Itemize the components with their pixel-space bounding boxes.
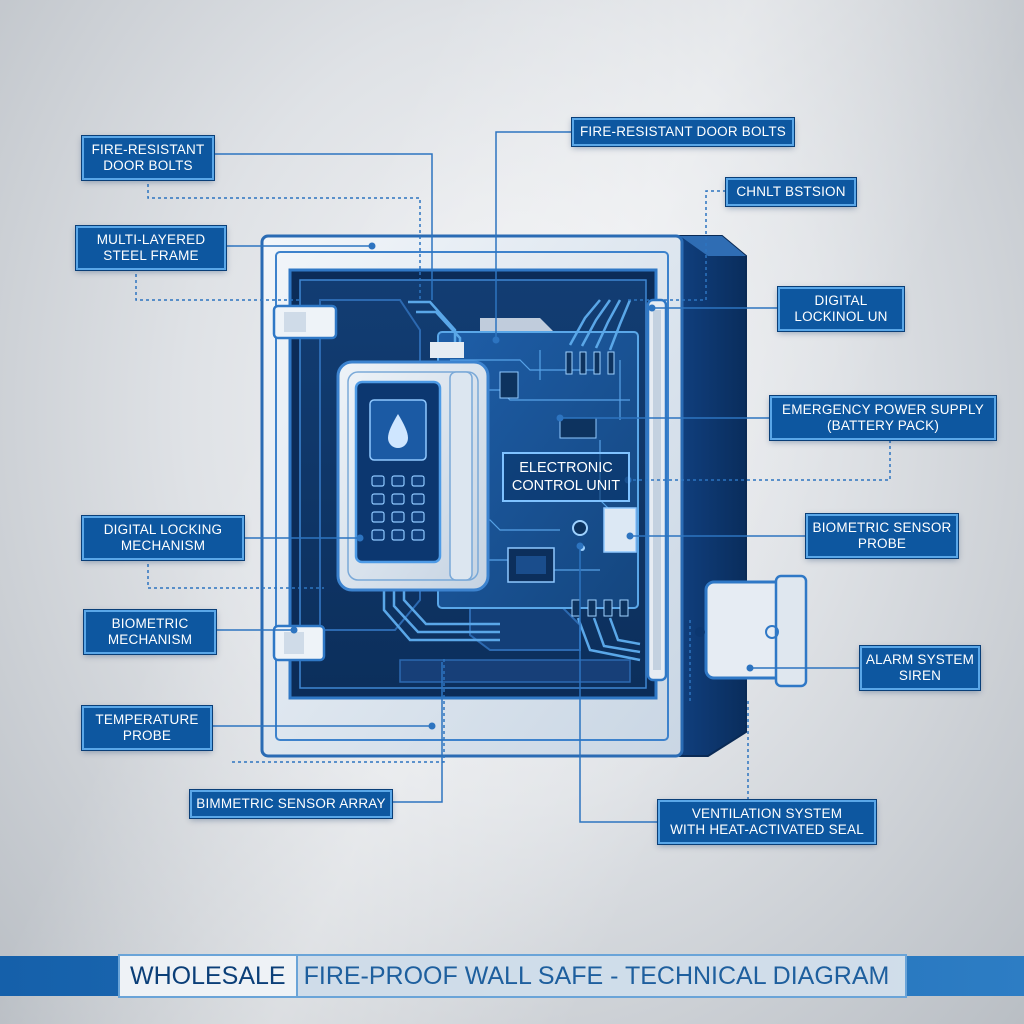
label-digital-locking-mechanism: DIGITAL LOCKING MECHANISM [82, 516, 244, 560]
top-wire-harness [408, 299, 632, 352]
label-fire-resistant-door-bolts-top: FIRE-RESISTANT DOOR BOLTS [572, 118, 794, 146]
label-digital-lockinol-un: DIGITAL LOCKINOL UN [778, 287, 904, 331]
label-emergency-power-supply: EMERGENCY POWER SUPPLY (BATTERY PACK) [770, 396, 996, 440]
leader-lines [135, 131, 891, 823]
right-bolt-strip [646, 298, 668, 682]
label-alarm-system-siren: ALARM SYSTEM SIREN [860, 646, 980, 690]
title-part-wholesale: WHOLESALE [118, 954, 298, 998]
top-connector [430, 342, 464, 358]
water-drop-icon [388, 414, 408, 448]
label-biometric-mechanism: BIOMETRIC MECHANISM [84, 610, 216, 654]
page-title: WHOLESALE FIRE-PROOF WALL SAFE - TECHNIC… [118, 954, 908, 998]
title-part-diagram: FIRE-PROOF WALL SAFE - TECHNICAL DIAGRAM [297, 954, 908, 998]
alarm-siren-box [695, 574, 808, 688]
label-temperature-probe: TEMPERATURE PROBE [82, 706, 212, 750]
left-door-bolts [272, 304, 338, 662]
label-fire-resistant-door-bolts-left: FIRE-RESISTANT DOOR BOLTS [82, 136, 214, 180]
keypad-module [336, 360, 490, 592]
label-bimetric-sensor-array: BIMMETRIC SENSOR ARRAY [190, 790, 392, 818]
bottom-wire-harness [382, 590, 641, 662]
label-ventilation-system: VENTILATION SYSTEM WITH HEAT-ACTIVATED S… [658, 800, 876, 844]
label-multi-layered-steel-frame: MULTI-LAYERED STEEL FRAME [76, 226, 226, 270]
label-biometric-sensor-probe: BIOMETRIC SENSOR PROBE [806, 514, 958, 558]
label-electronic-control-unit: ELECTRONIC CONTROL UNIT [502, 452, 630, 502]
keypad-icon [371, 475, 425, 541]
label-chnlt-bstsion: CHNLT BSTSION [726, 178, 856, 206]
